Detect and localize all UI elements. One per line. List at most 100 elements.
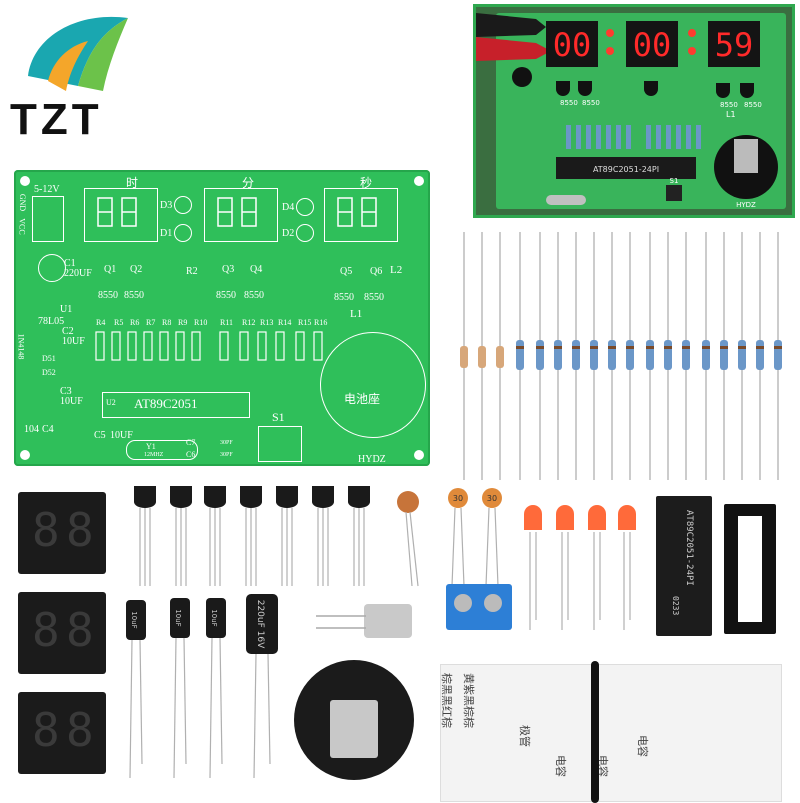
resistor-r4-label: R4 — [96, 318, 106, 327]
chip-code: 0233 — [671, 596, 680, 616]
cap-c5-value: 10UF — [110, 430, 133, 441]
resistor-r14-label: R14 — [278, 318, 292, 327]
led-d4-label: D4 — [282, 202, 295, 213]
ceramic-cap-label: 30 — [487, 494, 497, 503]
inset-transistor-label: 8550 — [744, 101, 762, 109]
resistor-r5-label: R5 — [114, 318, 124, 327]
cap-c3-label: C3 — [60, 386, 72, 397]
display-segment-outlines — [97, 197, 377, 227]
transistor-part: 8550 — [334, 292, 354, 303]
diode-d52-label: D52 — [42, 368, 56, 377]
inductor-l1-label: L1 — [350, 308, 363, 320]
cap-c6-label: C6 — [186, 450, 196, 459]
cap-c7-value: 30PF — [220, 440, 233, 446]
led-d1-label: D1 — [160, 228, 173, 239]
pcb-maker-label: HYDZ — [358, 454, 386, 465]
cap-c5-label: C5 — [94, 430, 106, 441]
screw-terminal — [446, 584, 512, 630]
cap-c4-label: C4 — [42, 424, 54, 435]
ic-ref-label: U2 — [106, 398, 116, 407]
regulator-ref: U1 — [60, 304, 73, 315]
microcontroller-chip: AT89C2051-24PI 0233 — [656, 496, 712, 636]
resistor-r15-label: R15 — [298, 318, 312, 327]
transistor-q6-label: Q6 — [370, 266, 383, 277]
ceramic-cap-label: 30 — [453, 494, 463, 503]
crystal — [316, 604, 412, 638]
switch-footprint — [258, 426, 302, 462]
transistor-part: 8550 — [216, 290, 236, 301]
hour-display-text: 00 — [553, 26, 592, 64]
resistor-r10-label: R10 — [194, 318, 208, 327]
cap-c6-value: 30PF — [220, 452, 233, 458]
inset-switch-label: S1 — [670, 177, 679, 185]
resistor-r9-label: R9 — [178, 318, 188, 327]
transistor-part: 8550 — [244, 290, 264, 301]
transistor-q1-label: Q1 — [104, 264, 117, 275]
switch-label: S1 — [272, 410, 285, 424]
strip-text: 极管 — [518, 725, 531, 747]
transistor-row — [134, 486, 370, 586]
strip-text: 电容 — [554, 755, 567, 777]
crystal-freq: 12MHZ — [144, 452, 164, 458]
chip-label: AT89C2051-24PI — [684, 510, 694, 586]
led-d2-label: D2 — [282, 228, 295, 239]
transistor-part: 8550 — [364, 292, 384, 303]
second-display-text: 59 — [715, 26, 754, 64]
terminal-footprint — [32, 196, 64, 242]
strip-text: 棕黑黑红棕 — [440, 673, 453, 728]
transistor-part: 8550 — [124, 290, 144, 301]
battery-footprint — [320, 332, 426, 438]
inset-transistor-label: 8550 — [720, 101, 738, 109]
inset-maker-label: HYDZ — [736, 201, 756, 209]
cap-c7-label: C7 — [186, 438, 196, 447]
ic-label: AT89C2051 — [134, 396, 198, 411]
resistor-r2-label: R2 — [186, 266, 198, 277]
cap-value: 10uF — [210, 609, 218, 626]
strip-text: 黄紫黑棕棕 — [462, 673, 475, 728]
minute-display-footprint — [204, 188, 278, 242]
inset-transistor-label: 8550 — [582, 99, 600, 107]
resistor-r16-label: R16 — [314, 318, 328, 327]
power-label: 5-12V — [34, 184, 60, 195]
rubber-band — [591, 661, 599, 803]
electrolytic-capacitors: 10uF 10uF 10uF 220uF 16V — [126, 594, 278, 779]
ic-footprint — [102, 392, 250, 418]
regulator-part: 78L05 — [38, 316, 65, 327]
resistor-row-footprints — [95, 331, 323, 361]
cap-value: 220uF 16V — [255, 600, 265, 649]
ceramic-capacitors: 30 30 — [397, 488, 502, 587]
resistor-r7-label: R7 — [146, 318, 156, 327]
brand-logo — [8, 6, 158, 156]
cap-c2-label: C2 — [62, 326, 74, 337]
bare-pcb: 时 分 秒 5-12V GND VCC C1 220UF U1 78L05 C2… — [14, 170, 430, 466]
resistor-r11-label: R11 — [220, 318, 234, 327]
transistor-q2-label: Q2 — [130, 264, 143, 275]
transistor-q4-label: Q4 — [250, 264, 263, 275]
cap-c4-value: 104 — [24, 424, 39, 435]
brand-name: TZT — [10, 95, 103, 144]
resistor-r8-label: R8 — [162, 318, 172, 327]
minute-display-text: 00 — [633, 26, 672, 64]
brand-mark-icon — [28, 16, 128, 91]
assembled-board-photo: 00 00 59 8550 8550 8550 8550 L1 AT89C205… — [473, 4, 795, 218]
inset-inductor-label: L1 — [726, 110, 736, 119]
second-label: 秒 — [360, 176, 373, 190]
hour-label: 时 — [126, 176, 139, 190]
transistor-q5-label: Q5 — [340, 266, 353, 277]
crystal-footprint — [126, 440, 198, 460]
cap-c3-value: 10UF — [60, 396, 83, 407]
strip-text: 电容 — [636, 735, 649, 757]
cap-value: 10uF — [174, 609, 182, 626]
transistor-q3-label: Q3 — [222, 264, 235, 275]
crystal-ref: Y1 — [146, 442, 156, 451]
cap-c1-value: 220UF — [64, 268, 92, 279]
transistor-part: 8550 — [98, 290, 118, 301]
cap-c1-footprint — [38, 254, 66, 282]
resistor-label-strip: 棕黑黑红棕 黄紫黑棕棕 极管 电容 电容 电容 — [440, 661, 782, 803]
gnd-label: GND — [18, 193, 28, 212]
inset-transistor-label: 8550 — [560, 99, 578, 107]
resistor-r13-label: R13 — [260, 318, 274, 327]
cap-value: 10uF — [130, 611, 138, 628]
